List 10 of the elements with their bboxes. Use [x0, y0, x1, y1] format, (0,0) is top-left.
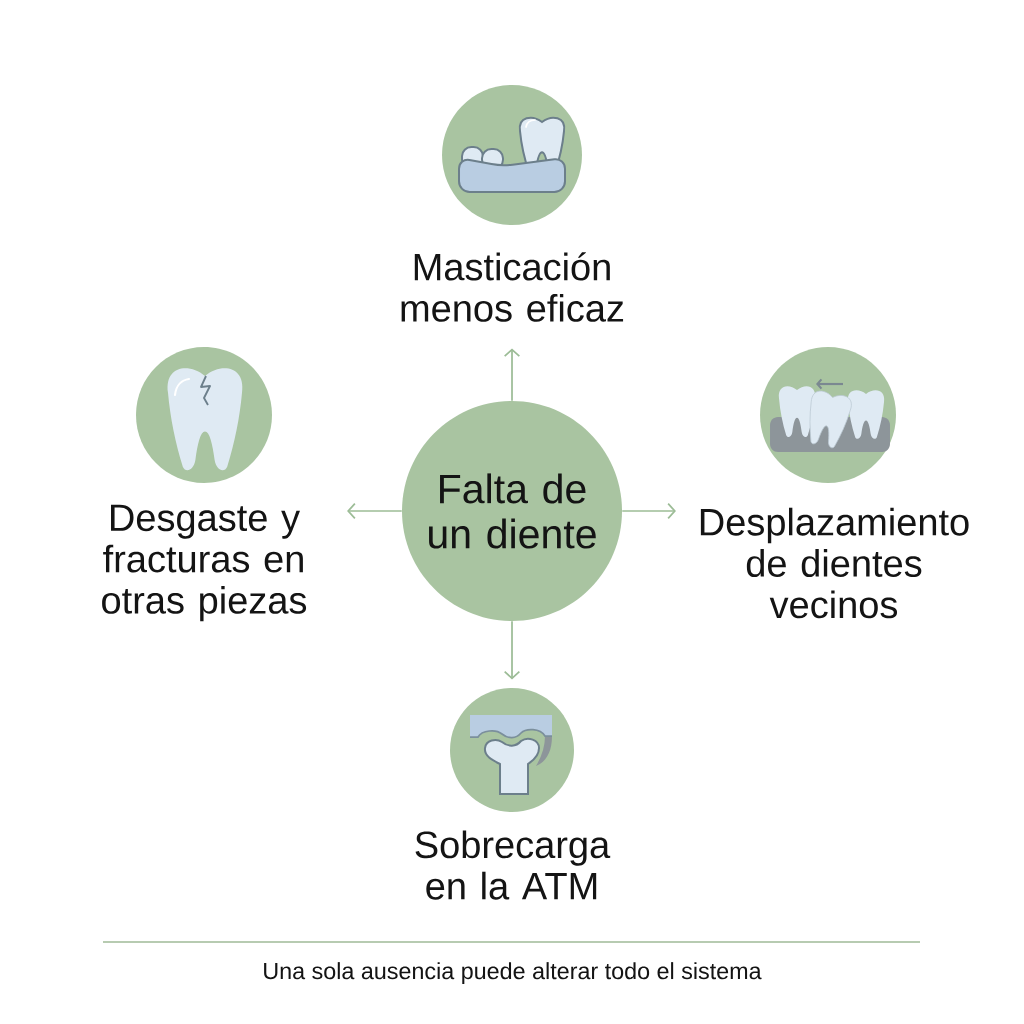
- arrow: [621, 502, 676, 520]
- node-label: Masticación menos eficaz: [401, 252, 624, 322]
- node-label: Desplazamiento de dientes vecinos: [700, 507, 969, 619]
- arrow: [503, 348, 521, 402]
- arrow: [347, 502, 403, 520]
- circle-node: Falta de un diente: [402, 401, 622, 621]
- caption: Una sola ausencia puede alterar todo el sistema: [264, 962, 762, 984]
- node-label: Desgaste y fracturas en otras piezas: [102, 504, 307, 622]
- arrow: [503, 620, 521, 680]
- node-label: Sobrecarga en la ATM: [415, 830, 611, 900]
